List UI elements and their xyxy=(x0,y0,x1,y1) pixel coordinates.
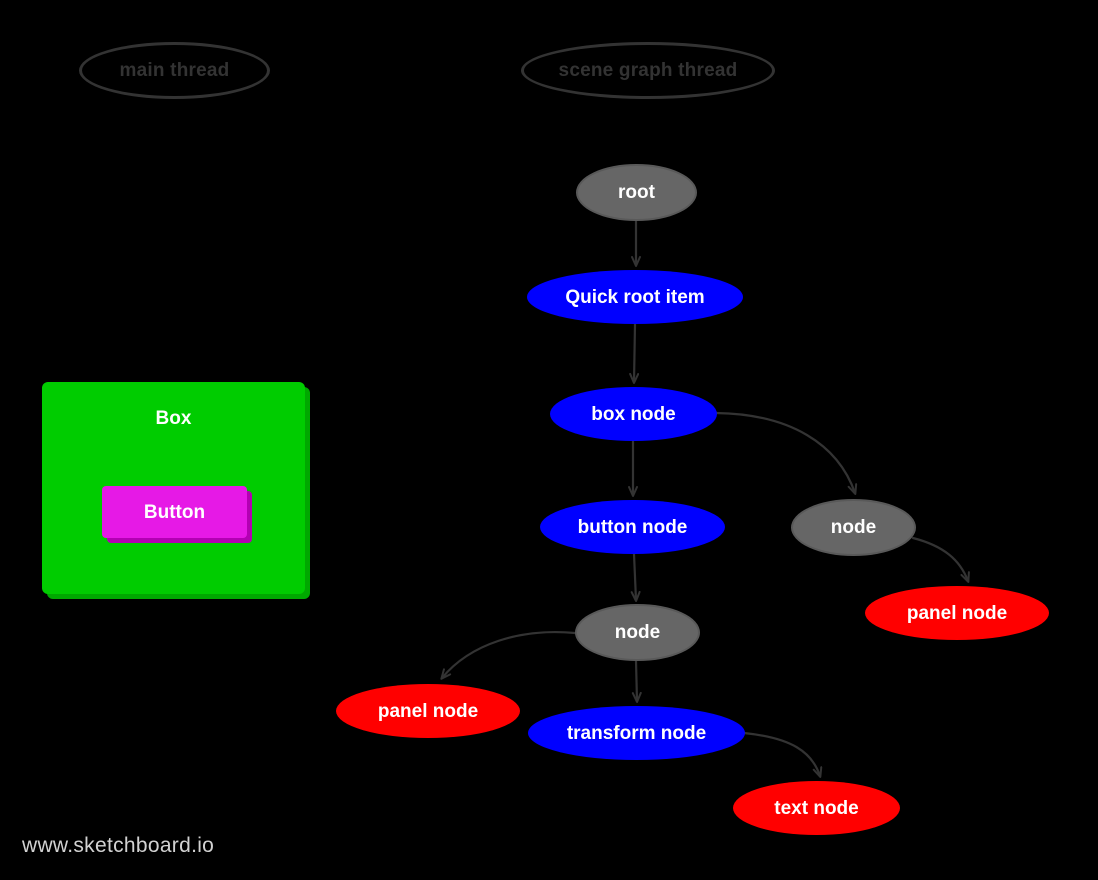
node-quick-root-item[interactable]: Quick root item xyxy=(527,270,743,324)
edge-node-center-to-transform-node xyxy=(631,659,642,703)
node-label: Quick root item xyxy=(565,286,705,308)
thread-label-text: main thread xyxy=(119,59,230,81)
node-box-node[interactable]: box node xyxy=(550,387,717,441)
node-label: button node xyxy=(577,516,688,538)
ui-button-shape[interactable]: Button xyxy=(102,486,247,538)
edge-quick-root-item-to-box-node xyxy=(629,322,640,384)
edge-button-node-to-node-center xyxy=(630,552,641,602)
ui-box-shape[interactable]: Box xyxy=(42,382,305,594)
node-text-node[interactable]: text node xyxy=(733,781,900,835)
node-label: node xyxy=(614,622,661,643)
node-panel-node-left[interactable]: panel node xyxy=(336,684,520,738)
node-label: panel node xyxy=(377,700,479,722)
node-root[interactable]: root xyxy=(576,164,697,221)
node-label: transform node xyxy=(566,722,707,744)
edge-node-center-to-panel-node-left xyxy=(440,631,577,680)
thread-label-text: scene graph thread xyxy=(558,59,738,81)
node-node-right[interactable]: node xyxy=(791,499,916,556)
edge-node-right-to-panel-node-right xyxy=(911,536,970,583)
edge-box-node-to-node-right xyxy=(714,411,858,495)
node-label: root xyxy=(618,182,655,203)
node-label: panel node xyxy=(906,602,1008,624)
ui-button-label: Button xyxy=(143,502,206,523)
edge-transform-node-to-text-node xyxy=(742,731,823,778)
node-node-center[interactable]: node xyxy=(575,604,700,661)
watermark-text: www.sketchboard.io xyxy=(22,834,215,857)
node-button-node[interactable]: button node xyxy=(540,500,725,554)
node-label: box node xyxy=(591,403,676,425)
thread-label-main-thread[interactable]: main thread xyxy=(79,42,270,99)
node-label: text node xyxy=(774,797,859,819)
ui-box-label: Box xyxy=(155,408,192,429)
node-label: node xyxy=(830,517,877,538)
node-transform-node[interactable]: transform node xyxy=(528,706,745,760)
node-panel-node-right[interactable]: panel node xyxy=(865,586,1049,640)
thread-label-scene-graph-thread[interactable]: scene graph thread xyxy=(521,42,775,99)
